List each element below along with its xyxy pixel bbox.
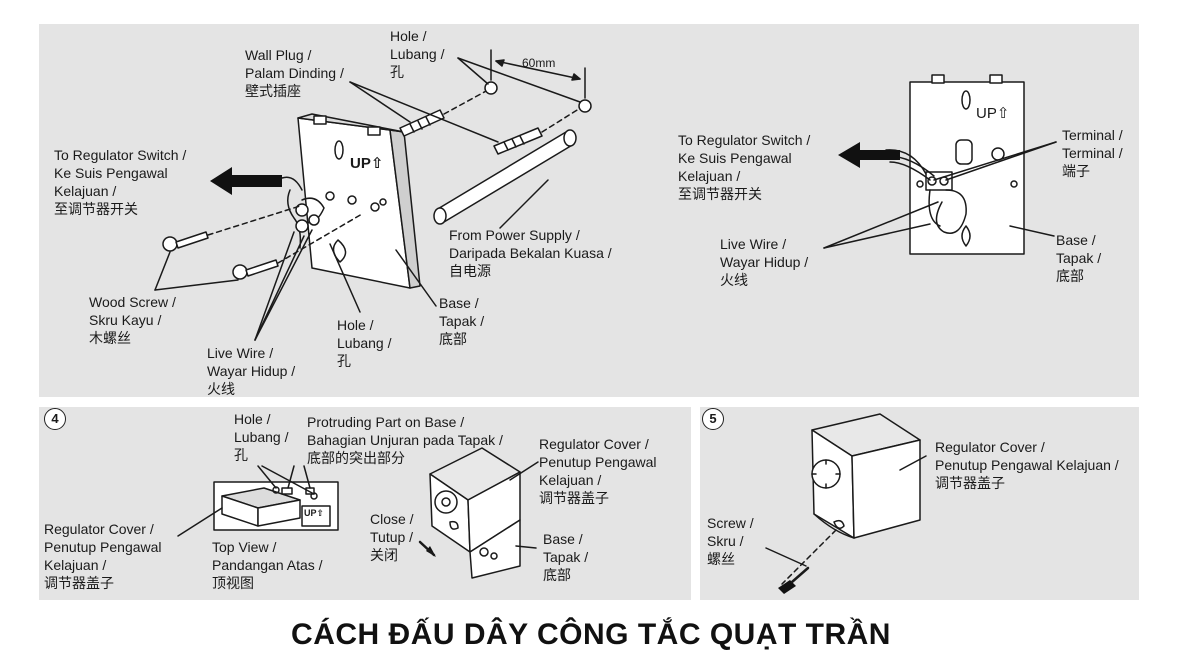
label-wall-plug: Wall Plug / Palam Dinding / 壁式插座 [245,47,344,99]
label-regulator-cover-step4-left: Regulator Cover / Penutup Pengawal Kelaj… [44,521,162,591]
top-view-box [213,481,339,531]
figure-title: CÁCH ĐẤU DÂY CÔNG TẮC QUẠT TRẦN [291,618,891,651]
label-hole-step4: Hole / Lubang / 孔 [234,411,289,463]
label-dimension: 60mm [522,56,556,70]
step-number-4: 4 [44,408,66,430]
label-regulator-cover-step4-right: Regulator Cover / Penutup Pengawal Kelaj… [539,436,657,506]
base-plate-left [281,113,421,289]
up-mark-left: UP⇧ [350,155,384,172]
label-hole-mid: Hole / Lubang / 孔 [337,317,392,369]
label-top-view: Top View / Pandangan Atas / 顶视图 [212,539,323,591]
base-plate-right [885,74,1025,255]
label-to-regulator-left: To Regulator Switch / Ke Suis Pengawal K… [54,147,187,217]
wood-screw-upper [162,205,301,252]
label-live-wire-right: Live Wire / Wayar Hidup / 火线 [720,236,809,288]
up-mark-topview: UP⇧ [304,508,325,518]
up-mark-right: UP⇧ [976,105,1010,122]
label-base-left: Base / Tapak / 底部 [439,295,485,347]
wood-screw-lower [232,213,363,280]
label-terminal: Terminal / Terminal / 端子 [1062,127,1123,179]
label-live-wire-left: Live Wire / Wayar Hidup / 火线 [207,345,296,397]
power-supply-conduit [433,129,577,225]
label-close: Close / Tutup / 关闭 [370,511,414,563]
panel-step4 [39,407,691,600]
label-base-right: Base / Tapak / 底部 [1056,232,1102,284]
label-wood-screw: Wood Screw / Skru Kayu / 木螺丝 [89,294,176,346]
label-protruding: Protruding Part on Base / Bahagian Unjur… [307,414,503,466]
label-base-step4: Base / Tapak / 底部 [543,531,589,583]
wall-plug-upper [399,109,445,137]
step-number-5: 5 [702,408,724,430]
label-hole-top: Hole / Lubang / 孔 [390,28,445,80]
label-screw: Screw / Skru / 螺丝 [707,515,754,567]
label-from-power: From Power Supply / Daripada Bekalan Kua… [449,227,612,279]
regulator-cover-step5 [811,413,921,539]
label-to-regulator-right: To Regulator Switch / Ke Suis Pengawal K… [678,132,811,202]
regulator-cover-step4 [429,447,521,579]
label-regulator-cover-step5: Regulator Cover / Penutup Pengawal Kelaj… [935,439,1119,491]
wall-plug-lower [493,127,543,155]
